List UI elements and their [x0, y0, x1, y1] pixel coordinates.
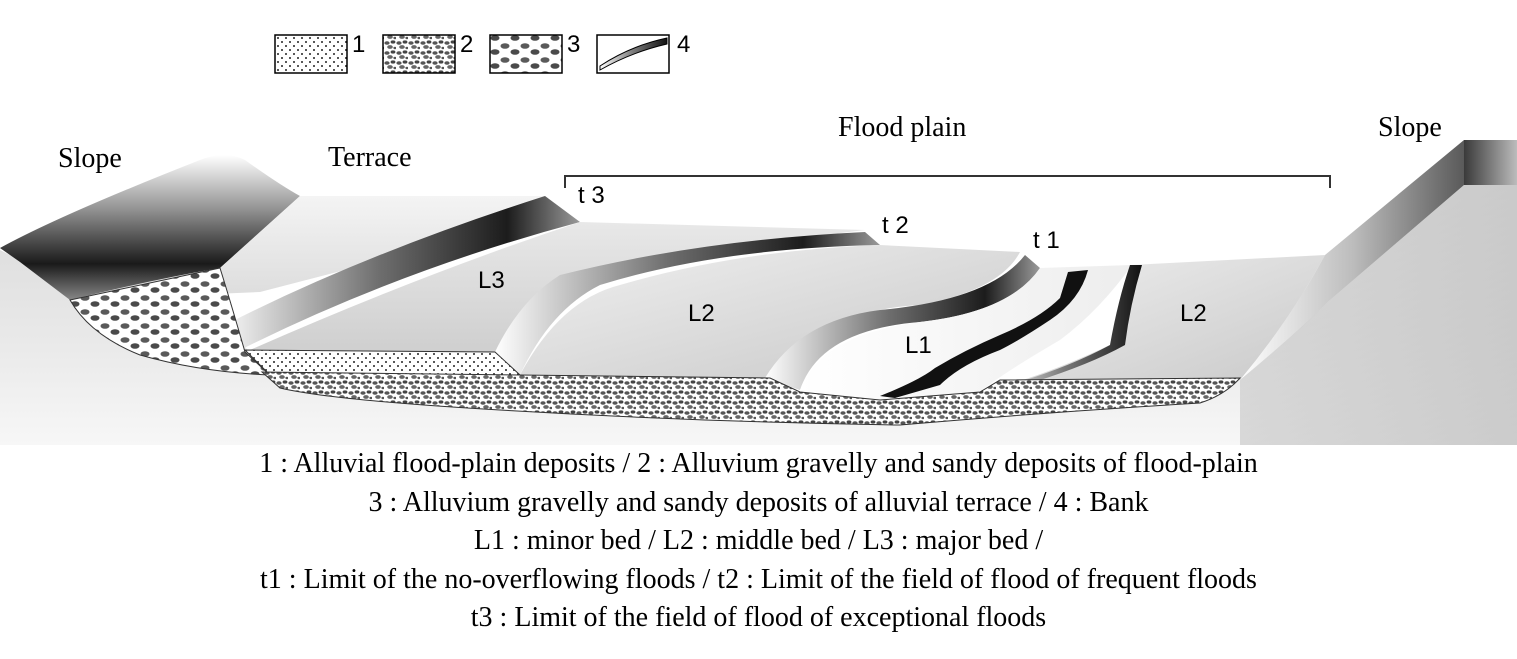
caption-line-1: 1 : Alluvial flood-plain deposits / 2 : … — [259, 448, 1258, 479]
alluvial-fine-deposits — [243, 349, 522, 376]
legend-item-3: 3 — [489, 31, 580, 74]
legend-item-1: 1 — [274, 31, 365, 74]
legend-item-4: 4 — [596, 31, 690, 74]
legend: 1 2 3 4 — [274, 31, 690, 74]
caption-line-5: t3 : Limit of the field of flood of exce… — [470, 602, 1047, 634]
legend-number-1: 1 — [352, 31, 365, 58]
label-t3: t 3 — [578, 182, 605, 209]
terrace-surface — [70, 196, 545, 300]
legend-number-4: 4 — [677, 31, 690, 58]
right-slope-top — [1464, 140, 1517, 185]
left-slope — [0, 155, 300, 300]
label-slope-left: Slope — [58, 143, 122, 174]
flood-plain-gravel-deposits — [260, 371, 1242, 426]
right-slope — [1240, 140, 1464, 380]
river-valley-cross-section-diagram: 1 2 3 4 — [0, 31, 1517, 445]
minor-bed-surface — [800, 265, 1132, 400]
label-slope-right: Slope — [1378, 112, 1442, 143]
label-t1: t 1 — [1033, 227, 1060, 254]
label-t2: t 2 — [882, 212, 909, 239]
flood-plain-bracket — [564, 175, 1331, 188]
legend-item-2: 2 — [382, 31, 473, 74]
caption-line-3: L1 : minor bed / L2 : middle bed / L3 : … — [473, 525, 1044, 557]
caption-line-2: 3 : Alluvium gravelly and sandy deposits… — [368, 486, 1149, 518]
terrace-scarp — [215, 196, 580, 350]
label-L2-left: L2 — [688, 300, 715, 327]
right-slope-face — [1240, 185, 1517, 445]
river-channel — [880, 270, 1088, 398]
middle-bed-left-surface — [520, 245, 1020, 378]
terrace-gravel-deposits — [69, 267, 272, 376]
legend-number-2: 2 — [460, 31, 473, 58]
legend-number-3: 3 — [567, 31, 580, 58]
label-L1: L1 — [905, 332, 932, 359]
minor-bed-scarp — [765, 255, 1040, 390]
label-L2-right: L2 — [1180, 300, 1207, 327]
middle-bed-right-surface — [980, 255, 1325, 392]
right-bank-scarp — [985, 265, 1142, 392]
label-L3: L3 — [478, 267, 505, 294]
label-flood-plain: Flood plain — [838, 112, 966, 143]
label-terrace: Terrace — [328, 142, 412, 173]
middle-bed-scarp — [495, 232, 880, 375]
caption-line-4: t1 : Limit of the no-overflowing floods … — [260, 563, 1257, 595]
figure-caption: 1 : Alluvial flood-plain deposits / 2 : … — [0, 445, 1517, 638]
